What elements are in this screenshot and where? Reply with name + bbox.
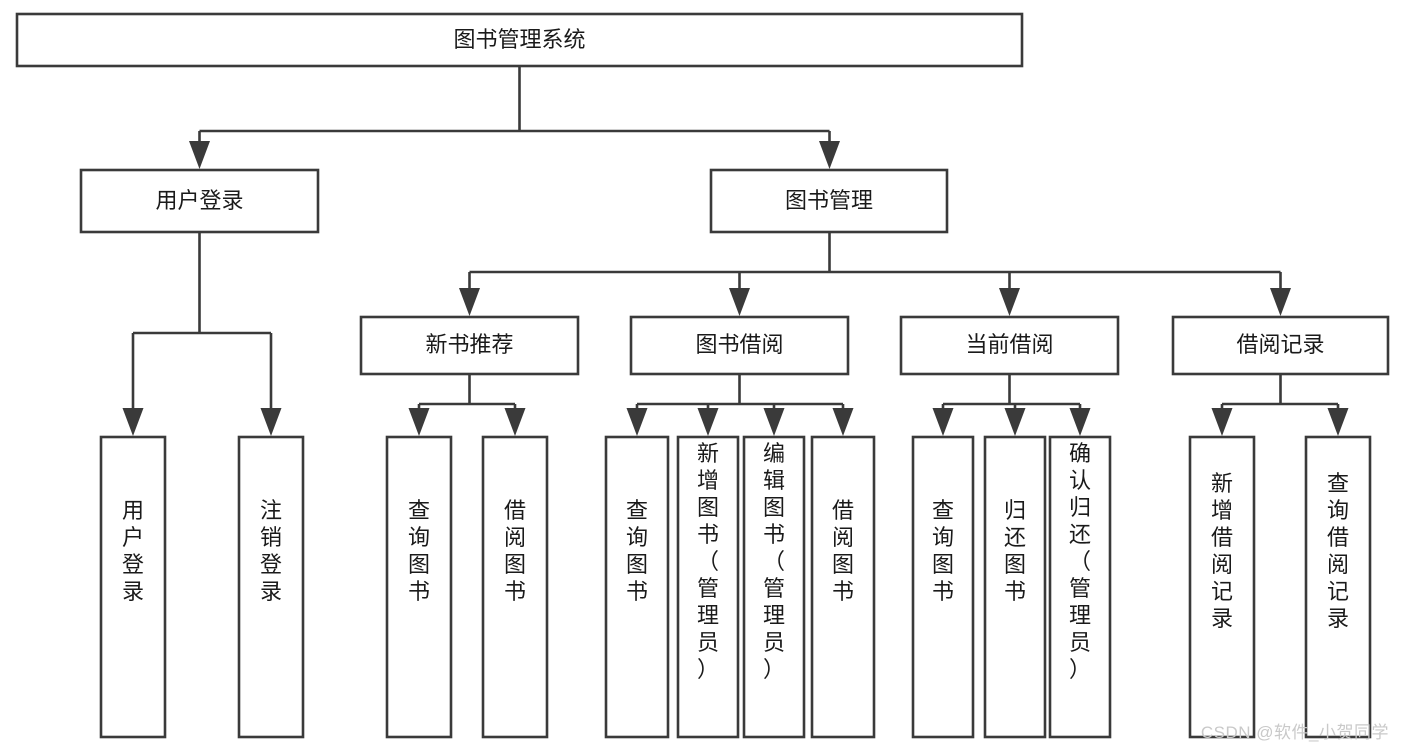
arrow-head-leaf-add-record [1211,408,1233,436]
leaf-user-login-label: 用户登录 [122,498,144,604]
node-book-management-label: 图书管理 [785,188,873,213]
arrow-head-user-login [189,141,210,169]
leaf-query-borrow-record[interactable]: 查询借阅记录 [1304,435,1372,739]
node-new-book-recommend-label: 新书推荐 [425,332,513,357]
arrow-head-leaf-logout [260,408,282,436]
arrow-head-leaf-edit-book [763,408,785,436]
leaf-user-login-box[interactable] [99,435,167,739]
leaf-borrow-book-borrow-label: 借阅图书 [832,498,854,604]
arrow-head-leaf-borrow-book-1 [504,408,526,436]
arrow-head-leaf-return-book [1004,408,1026,436]
leaf-return-book-label: 归还图书 [1004,498,1026,604]
node-current-borrow-box[interactable] [899,315,1120,376]
leaf-query-book-newbook-box[interactable] [385,435,453,739]
leaf-logout[interactable]: 注销登录 [237,435,305,739]
arrow-head-leaf-add-book [697,408,719,436]
leaf-confirm-return-admin[interactable]: 确认归还（管理员） [1048,435,1112,739]
leaf-query-book-current-label: 查询图书 [932,498,954,604]
node-new-book-recommend-box[interactable] [359,315,580,376]
leaf-query-book-borrow-label: 查询图书 [626,498,648,604]
node-borrow-record-box[interactable] [1171,315,1390,376]
leaf-add-borrow-record-label: 新增借阅记录 [1211,471,1233,631]
arrow-head-newbook [459,288,480,316]
leaf-user-login[interactable]: 用户登录 [99,435,167,739]
arrow-head-leaf-query-record [1327,408,1349,436]
node-borrow-record[interactable]: 借阅记录 [1171,315,1390,376]
leaf-add-book-admin-box[interactable] [676,435,740,739]
arrow-head-leaf-confirm-return [1069,408,1091,436]
node-borrow-record-label: 借阅记录 [1236,332,1324,357]
leaf-query-book-newbook-label: 查询图书 [408,498,430,604]
arrow-head-record [1270,288,1291,316]
leaf-edit-book-admin-label: 编辑图书（管理员） [763,441,785,682]
node-user-login-label: 用户登录 [155,188,243,213]
node-book-borrow-box[interactable] [629,315,850,376]
leaf-query-borrow-record-box[interactable] [1304,435,1372,739]
arrow-head-leaf-query-book-3 [932,408,954,436]
node-book-management[interactable]: 图书管理 [709,168,949,234]
node-book-management-box[interactable] [709,168,949,234]
connector-layer [122,66,1349,436]
node-root-system-label: 图书管理系统 [453,27,585,52]
arrow-head-current [999,288,1020,316]
arrow-head-borrow [729,288,750,316]
leaf-edit-book-admin-box[interactable] [742,435,806,739]
leaf-borrow-book-newbook[interactable]: 借阅图书 [481,435,549,739]
leaf-return-book[interactable]: 归还图书 [983,435,1047,739]
leaf-borrow-book-borrow-box[interactable] [810,435,876,739]
node-user-login-box[interactable] [79,168,320,234]
leaf-add-borrow-record-box[interactable] [1188,435,1256,739]
leaf-return-book-box[interactable] [983,435,1047,739]
node-current-borrow[interactable]: 当前借阅 [899,315,1120,376]
leaf-borrow-book-borrow[interactable]: 借阅图书 [810,435,876,739]
leaf-add-book-admin[interactable]: 新增图书（管理员） [676,435,740,739]
leaf-borrow-book-newbook-label: 借阅图书 [504,498,526,604]
leaf-query-book-borrow-box[interactable] [604,435,670,739]
node-book-borrow-label: 图书借阅 [695,332,783,357]
leaf-add-borrow-record[interactable]: 新增借阅记录 [1188,435,1256,739]
leaf-logout-box[interactable] [237,435,305,739]
leaf-query-book-current-box[interactable] [911,435,975,739]
node-current-borrow-label: 当前借阅 [965,332,1053,357]
leaf-add-book-admin-label: 新增图书（管理员） [697,441,719,682]
arrow-head-leaf-user-login [122,408,144,436]
node-root-system-box[interactable] [15,12,1024,68]
leaf-query-borrow-record-label: 查询借阅记录 [1327,471,1349,631]
arrow-head-leaf-borrow-book-2 [832,408,854,436]
leaf-query-book-newbook[interactable]: 查询图书 [385,435,453,739]
arrow-head-leaf-query-book-2 [626,408,648,436]
node-new-book-recommend[interactable]: 新书推荐 [359,315,580,376]
leaf-logout-label: 注销登录 [260,498,282,604]
leaf-query-book-borrow[interactable]: 查询图书 [604,435,670,739]
leaf-confirm-return-admin-box[interactable] [1048,435,1112,739]
arrow-head-book-mgmt [819,141,840,169]
csdn-watermark: CSDN @软件_小贺同学 [1200,723,1389,742]
leaf-query-book-current[interactable]: 查询图书 [911,435,975,739]
leaf-edit-book-admin[interactable]: 编辑图书（管理员） [742,435,806,739]
node-user-login[interactable]: 用户登录 [79,168,320,234]
leaf-confirm-return-admin-label: 确认归还（管理员） [1069,441,1091,682]
leaf-borrow-book-newbook-box[interactable] [481,435,549,739]
node-book-borrow[interactable]: 图书借阅 [629,315,850,376]
arrow-head-leaf-query-book-1 [408,408,430,436]
node-root-system[interactable]: 图书管理系统 [15,12,1024,68]
